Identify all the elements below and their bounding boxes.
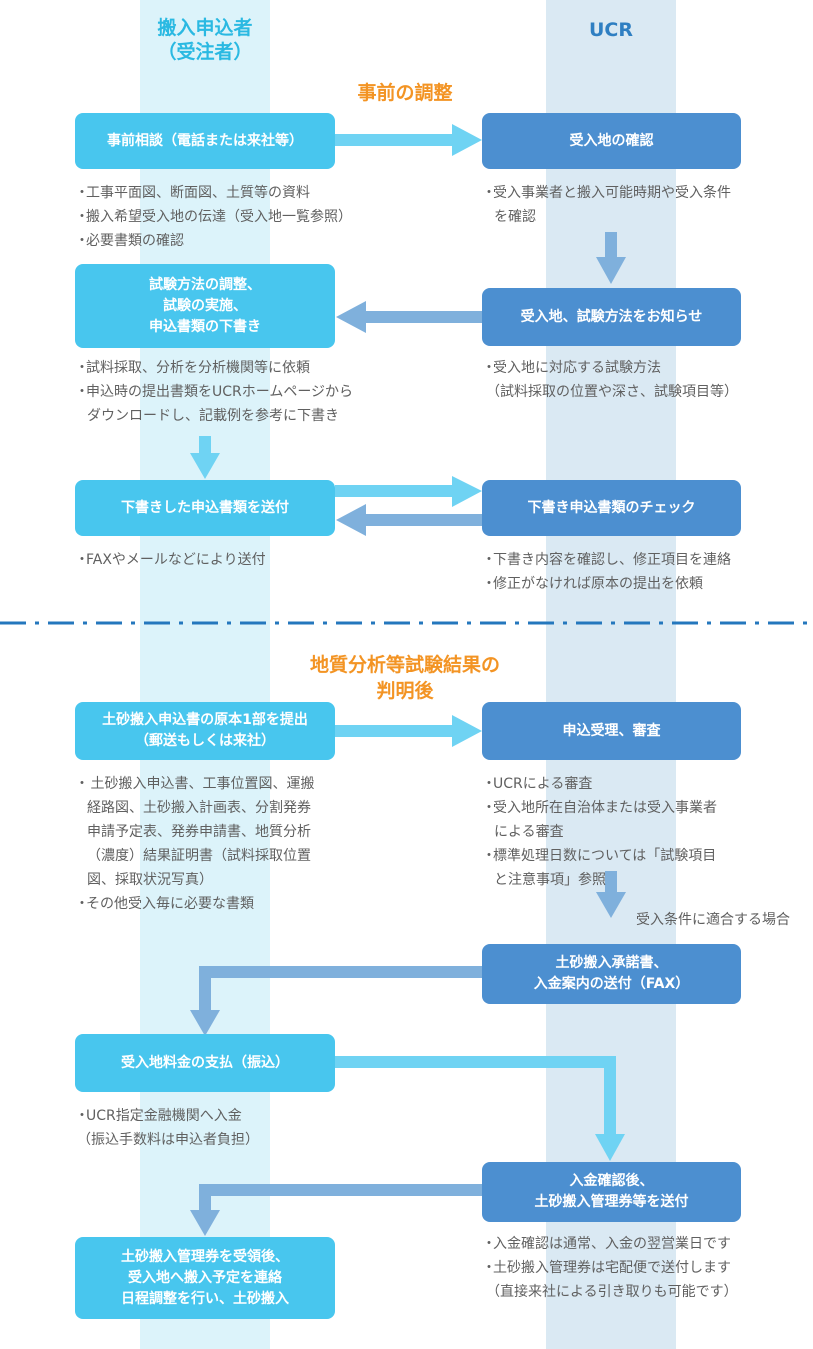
notes-pay: UCR指定金融機関へ入金 （振込手数料は申込者負担）: [75, 1104, 259, 1152]
arrow-after-to-final: [190, 1184, 482, 1236]
note-item: 修正がなければ原本の提出を依頼: [482, 572, 731, 596]
applicant-header-line2: （受注者）: [157, 41, 253, 63]
note-line: 土砂搬入管理券は宅配便で送付します: [493, 1260, 731, 1276]
box-submit-line2: （郵送もしくは来社）: [135, 733, 275, 749]
note-line: 申請予定表、発券申請書、地質分析: [87, 824, 311, 840]
note-item: UCR指定金融機関へ入金 （振込手数料は申込者負担）: [75, 1104, 259, 1152]
arrow-confirm-down: [596, 232, 626, 284]
section-post-line2: 判明後: [376, 680, 434, 702]
box-consent-line2: 入金案内の送付（FAX）: [533, 976, 690, 992]
box-final-line1: 土砂搬入管理券を受領後、: [121, 1248, 289, 1265]
arrow-notify-to-adjust: [336, 301, 482, 333]
section-divider: [0, 621, 813, 625]
box-pay: 受入地料金の支払（振込）: [75, 1034, 335, 1092]
section-post-title: 地質分析等試験結果の 判明後: [230, 652, 580, 704]
box-adjust-line3: 申込書類の下書き: [149, 318, 261, 335]
notes-submit: 土砂搬入申込書、工事位置図、運搬 経路図、土砂搬入計画表、分割発券 申請予定表、…: [75, 772, 314, 916]
note-line: （試料採取の位置や深さ、試験項目等）: [486, 384, 738, 400]
note-line: と注意事項」参照: [494, 872, 606, 888]
box-consent-line1: 土砂搬入承諾書、: [555, 955, 668, 971]
box-notify-text: 受入地、試験方法をお知らせ: [520, 308, 703, 325]
box-notify: 受入地、試験方法をお知らせ: [482, 288, 741, 346]
box-accept: 申込受理、審査: [482, 702, 741, 760]
note-line: （直接来社による引き取りも可能です）: [486, 1284, 738, 1300]
note-item: 下書き内容を確認し、修正項目を連絡: [482, 548, 731, 572]
note-item: 受入地に対応する試験方法 （試料採取の位置や深さ、試験項目等）: [482, 356, 738, 404]
box-accept-text: 申込受理、審査: [562, 722, 661, 739]
box-adjust-line2: 試験の実施、: [163, 297, 247, 314]
note-line: による審査: [494, 824, 564, 840]
condition-label: 受入条件に適合する場合: [636, 912, 790, 928]
notes-send: FAXやメールなどにより送付: [75, 548, 266, 572]
section-post-line1: 地質分析等試験結果の: [309, 654, 500, 676]
arrow-consent-to-pay: [190, 966, 482, 1036]
note-line: を確認: [494, 209, 536, 225]
ucr-header: UCR: [588, 19, 633, 41]
box-adjust: 試験方法の調整、 試験の実施、 申込書類の下書き: [75, 264, 335, 348]
note-line: （濃度）結果証明書（試料採取位置: [87, 848, 311, 864]
box-confirm-site-text: 受入地の確認: [569, 132, 654, 149]
box-check-draft-text: 下書き申込書類のチェック: [527, 499, 696, 516]
note-item: 必要書類の確認: [75, 229, 352, 253]
note-line: 受入地に対応する試験方法: [493, 360, 661, 376]
arrow-consult-to-confirm: [335, 124, 482, 156]
box-adjust-line1: 試験方法の調整、: [149, 276, 261, 293]
note-line: 申込時の提出書類をUCRホームページから: [86, 384, 354, 400]
note-line: （振込手数料は申込者負担）: [77, 1132, 259, 1148]
box-send-draft-text: 下書きした申込書類を送付: [121, 499, 289, 516]
note-line: ダウンロードし、記載例を参考に下書き: [87, 408, 339, 424]
box-final-line3: 日程調整を行い、土砂搬入: [121, 1290, 289, 1307]
notes-adjust: 試料採取、分析を分析機関等に依頼 申込時の提出書類をUCRホームページからダウン…: [75, 356, 353, 428]
section-pre-title: 事前の調整: [357, 82, 453, 104]
box-after-pay-line2: 土砂搬入管理券等を送付: [534, 1194, 689, 1210]
box-final-line2: 受入地へ搬入予定を連絡: [128, 1269, 282, 1286]
box-check-draft: 下書き申込書類のチェック: [482, 480, 741, 536]
note-line: 経路図、土砂搬入計画表、分割発券: [87, 800, 311, 816]
notes-check: 下書き内容を確認し、修正項目を連絡 修正がなければ原本の提出を依頼: [482, 548, 731, 596]
notes-consult: 工事平面図、断面図、土質等の資料 搬入希望受入地の伝達（受入地一覧参照） 必要書…: [75, 181, 352, 253]
note-line: UCR指定金融機関へ入金: [86, 1108, 242, 1124]
note-item: 試料採取、分析を分析機関等に依頼: [75, 356, 353, 380]
box-consult: 事前相談（電話または来社等）: [75, 113, 335, 169]
note-line: 受入地所在自治体または受入事業者: [493, 800, 717, 816]
arrow-check-to-send: [336, 504, 482, 536]
applicant-header: 搬入申込者 （受注者）: [110, 16, 300, 64]
box-consult-text: 事前相談（電話または来社等）: [107, 132, 303, 149]
note-item: 土砂搬入申込書、工事位置図、運搬 経路図、土砂搬入計画表、分割発券 申請予定表、…: [75, 772, 314, 892]
note-item: FAXやメールなどにより送付: [75, 548, 266, 572]
applicant-header-line1: 搬入申込者: [157, 17, 253, 39]
box-submit: 土砂搬入申込書の原本1部を提出 （郵送もしくは来社）: [75, 702, 335, 760]
box-pay-text: 受入地料金の支払（振込）: [121, 1054, 289, 1071]
note-item: 搬入希望受入地の伝達（受入地一覧参照）: [75, 205, 352, 229]
box-final: 土砂搬入管理券を受領後、 受入地へ搬入予定を連絡 日程調整を行い、土砂搬入: [75, 1237, 335, 1319]
note-item: 土砂搬入管理券は宅配便で送付します （直接来社による引き取りも可能です）: [482, 1256, 738, 1304]
notes-notify: 受入地に対応する試験方法 （試料採取の位置や深さ、試験項目等）: [482, 356, 738, 404]
note-line: 受入事業者と搬入可能時期や受入条件: [493, 185, 731, 201]
note-line: 土砂搬入申込書、工事位置図、運搬: [90, 776, 315, 792]
arrow-send-to-check: [335, 476, 482, 507]
note-item: UCRによる審査: [482, 772, 717, 796]
notes-after-pay: 入金確認は通常、入金の翌営業日です 土砂搬入管理券は宅配便で送付します （直接来社…: [482, 1232, 738, 1304]
note-line: 図、採取状況写真）: [87, 872, 213, 888]
note-item: 入金確認は通常、入金の翌営業日です: [482, 1232, 738, 1256]
note-line: 標準処理日数については「試験項目: [493, 848, 717, 864]
note-item: その他受入毎に必要な書類: [75, 892, 314, 916]
note-item: 工事平面図、断面図、土質等の資料: [75, 181, 352, 205]
arrow-submit-to-accept: [335, 715, 482, 747]
box-after-pay-line1: 入金確認後、: [569, 1173, 654, 1189]
box-send-draft: 下書きした申込書類を送付: [75, 480, 335, 536]
arrow-pay-to-after: [335, 1056, 625, 1161]
box-consent: 土砂搬入承諾書、 入金案内の送付（FAX）: [482, 944, 741, 1004]
box-submit-line1: 土砂搬入申込書の原本1部を提出: [102, 712, 308, 728]
arrow-adjust-down: [190, 436, 220, 479]
box-confirm-site: 受入地の確認: [482, 113, 741, 169]
box-after-pay: 入金確認後、 土砂搬入管理券等を送付: [482, 1162, 741, 1222]
